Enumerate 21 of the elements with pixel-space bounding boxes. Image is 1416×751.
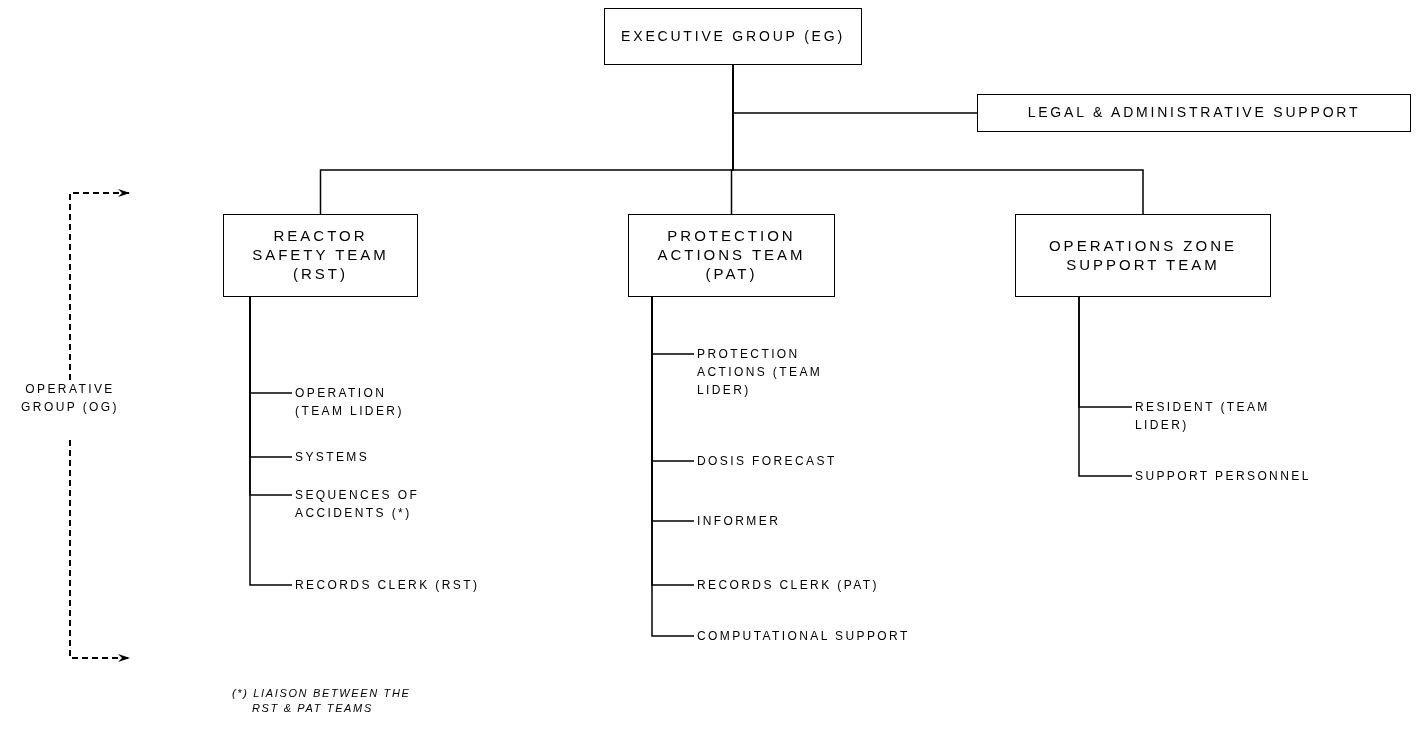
- role-label: OPERATION (TEAM LIDER): [295, 384, 435, 420]
- role-label: COMPUTATIONAL SUPPORT: [697, 627, 997, 645]
- role-label: SUPPORT PERSONNEL: [1135, 467, 1385, 485]
- role-label: RECORDS CLERK (RST): [295, 576, 555, 594]
- connector-line: [249, 296, 293, 586]
- org-box: LEGAL & ADMINISTRATIVE SUPPORT: [977, 94, 1411, 132]
- role-label: DOSIS FORECAST: [697, 452, 847, 470]
- footnote: (*) LIAISON BETWEEN THE RST & PAT TEAMS: [232, 686, 412, 716]
- role-label: SEQUENCES OF ACCIDENTS (*): [295, 486, 485, 522]
- org-box: EXECUTIVE GROUP (EG): [604, 8, 862, 65]
- connector-line: [1078, 296, 1133, 477]
- role-label: PROTECTION ACTIONS (TEAM LIDER): [697, 345, 847, 399]
- org-box: REACTOR SAFETY TEAM (RST): [223, 214, 418, 297]
- role-label: RESIDENT (TEAM LIDER): [1135, 398, 1285, 434]
- role-label: SYSTEMS: [295, 448, 435, 466]
- role-label: RECORDS CLERK (PAT): [697, 576, 957, 594]
- org-box: OPERATIONS ZONE SUPPORT TEAM: [1015, 214, 1271, 297]
- dashed-arrow: [69, 189, 131, 381]
- role-label: INFORMER: [697, 512, 847, 530]
- org-box: PROTECTION ACTIONS TEAM (PAT): [628, 214, 835, 297]
- dashed-arrow: [69, 439, 131, 662]
